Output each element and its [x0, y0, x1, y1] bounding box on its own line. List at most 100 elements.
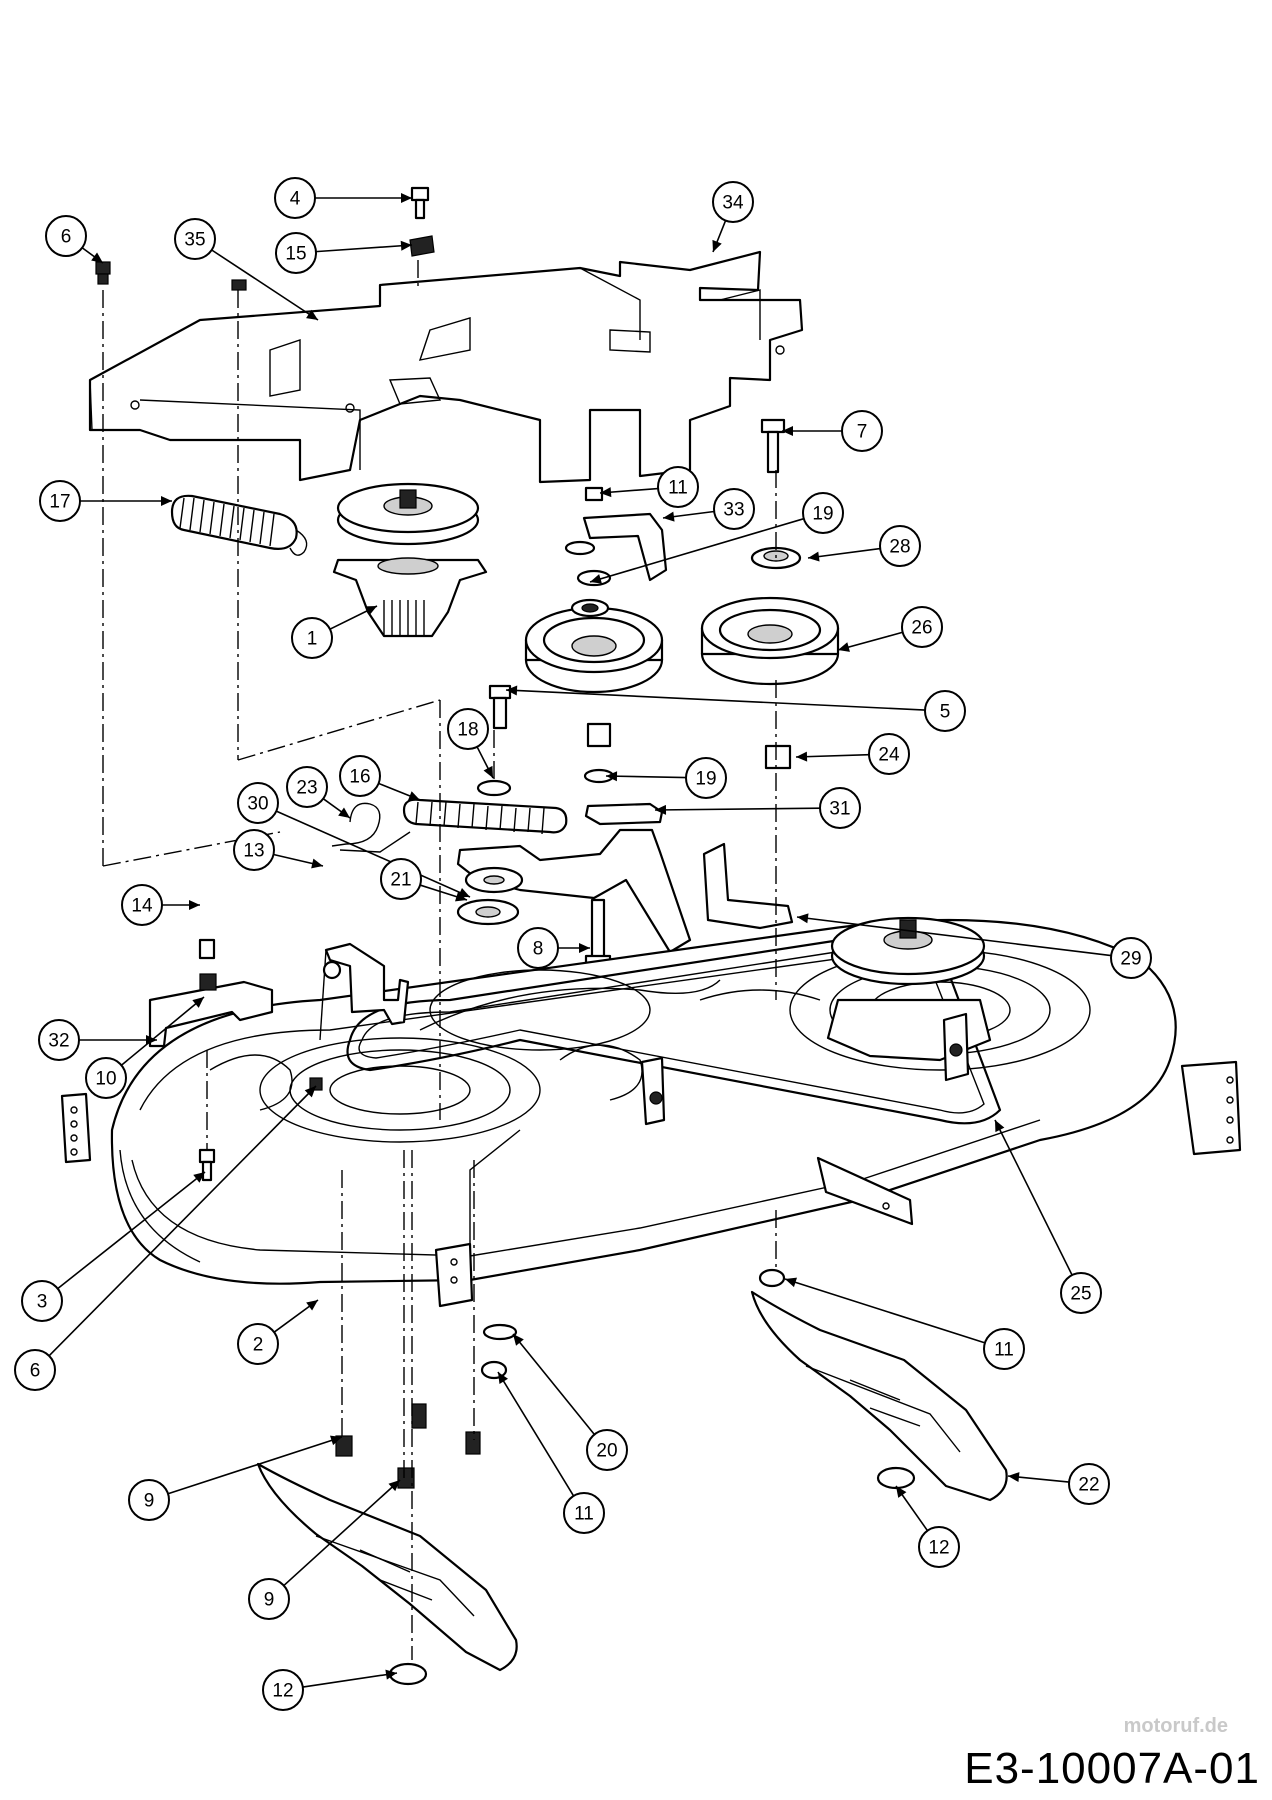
leader-line-9	[167, 1436, 343, 1495]
callout-label: 29	[1120, 949, 1141, 970]
leader-arrow-35	[306, 309, 318, 320]
callout-label: 12	[272, 1681, 293, 1702]
callout-label: 11	[668, 478, 688, 499]
leader-line-31	[654, 807, 821, 811]
leader-arrow-2	[306, 1300, 318, 1311]
callout-16: 16	[339, 755, 381, 797]
leader-line-9	[283, 1479, 401, 1587]
leader-arrow-13	[311, 858, 323, 869]
idler-pulley-5	[488, 598, 664, 730]
callout-label: 13	[243, 841, 264, 862]
leader-arrow-14	[189, 900, 200, 910]
leader-arrow-15	[400, 240, 412, 251]
callout-1: 1	[291, 617, 333, 659]
callout-11: 11	[563, 1492, 605, 1534]
leader-line-5	[505, 689, 926, 711]
leader-line-19	[589, 517, 805, 583]
callout-label: 35	[184, 230, 205, 251]
callout-label: 11	[574, 1504, 594, 1525]
callout-5: 5	[924, 690, 966, 732]
leader-arrow-17	[161, 496, 172, 506]
leader-arrow-6	[91, 252, 103, 263]
callout-label: 4	[290, 189, 301, 210]
leader-line-20	[512, 1333, 596, 1435]
callout-33: 33	[713, 488, 755, 530]
callout-label: 30	[247, 794, 268, 815]
callout-label: 7	[857, 422, 868, 443]
callout-leaders	[48, 193, 1112, 1688]
leader-arrow-23	[338, 807, 350, 818]
drawing-code: E3-10007A-01	[964, 1744, 1260, 1793]
callout-11: 11	[983, 1328, 1025, 1370]
callout-20: 20	[586, 1429, 628, 1471]
callout-label: 5	[940, 702, 951, 723]
callout-balloons: 1234566789910111111121213141516171819192…	[14, 177, 1152, 1711]
drive-belt-25	[346, 935, 1002, 1125]
callout-label: 9	[264, 1590, 275, 1611]
leader-arrow-26	[838, 642, 850, 652]
belt-cover	[88, 250, 804, 484]
callout-30: 30	[237, 782, 279, 824]
leader-arrow-16	[407, 791, 420, 801]
leader-arrow-28	[808, 551, 820, 562]
fasteners-top	[95, 186, 786, 474]
blade-9	[256, 1462, 518, 1672]
callout-17: 17	[39, 480, 81, 522]
callout-18: 18	[447, 708, 489, 750]
leader-line-29	[796, 916, 1112, 957]
leader-arrow-29	[797, 913, 809, 924]
callout-32: 32	[38, 1019, 80, 1061]
bracket-33	[564, 486, 668, 587]
leader-arrow-5	[506, 685, 518, 696]
callout-19: 19	[802, 492, 844, 534]
leader-arrow-1	[364, 606, 377, 616]
callout-12: 12	[262, 1669, 304, 1711]
callout-label: 11	[994, 1340, 1014, 1361]
leader-arrow-4	[401, 193, 412, 203]
leader-arrow-10	[192, 997, 204, 1008]
leader-arrow-9	[329, 1435, 342, 1446]
callout-label: 12	[928, 1538, 949, 1559]
leader-arrow-22	[1008, 1472, 1020, 1483]
callout-label: 21	[390, 870, 411, 891]
callout-label: 20	[596, 1441, 617, 1462]
callout-label: 1	[307, 629, 318, 650]
callout-label: 3	[37, 1292, 48, 1313]
watermark: motoruf.de	[1123, 1715, 1228, 1737]
leader-line-35	[211, 249, 319, 321]
leader-arrow-20	[513, 1334, 524, 1346]
callout-26: 26	[901, 606, 943, 648]
callout-label: 34	[722, 193, 744, 214]
callout-label: 32	[48, 1031, 69, 1052]
callout-10: 10	[85, 1057, 127, 1099]
callout-label: 19	[812, 504, 833, 525]
callout-6: 6	[45, 215, 87, 257]
blade-22	[750, 1290, 1008, 1502]
callout-label: 26	[911, 618, 932, 639]
leader-arrow-12	[385, 1669, 397, 1680]
callout-9: 9	[128, 1479, 170, 1521]
deck-spindle-right	[826, 916, 992, 1082]
callout-3: 3	[21, 1280, 63, 1322]
leader-arrow-7	[782, 426, 793, 436]
callout-label: 15	[285, 244, 306, 265]
callout-4: 4	[274, 177, 316, 219]
bracket-29	[702, 842, 794, 930]
callout-28: 28	[879, 525, 921, 567]
leader-line-15	[315, 244, 413, 253]
callout-21: 21	[380, 858, 422, 900]
leader-line-19	[605, 775, 687, 779]
leader-line-28	[807, 547, 881, 559]
callout-15: 15	[275, 232, 317, 274]
bracket-13	[319, 942, 410, 1041]
bracket-32	[148, 938, 274, 1048]
callout-label: 6	[61, 227, 72, 248]
leader-line-12	[302, 1672, 398, 1688]
callout-31: 31	[819, 787, 861, 829]
callout-25: 25	[1060, 1272, 1102, 1314]
leader-arrow-33	[663, 511, 675, 522]
callout-14: 14	[121, 884, 163, 926]
callout-label: 14	[131, 896, 153, 917]
leader-arrow-11	[600, 487, 612, 498]
